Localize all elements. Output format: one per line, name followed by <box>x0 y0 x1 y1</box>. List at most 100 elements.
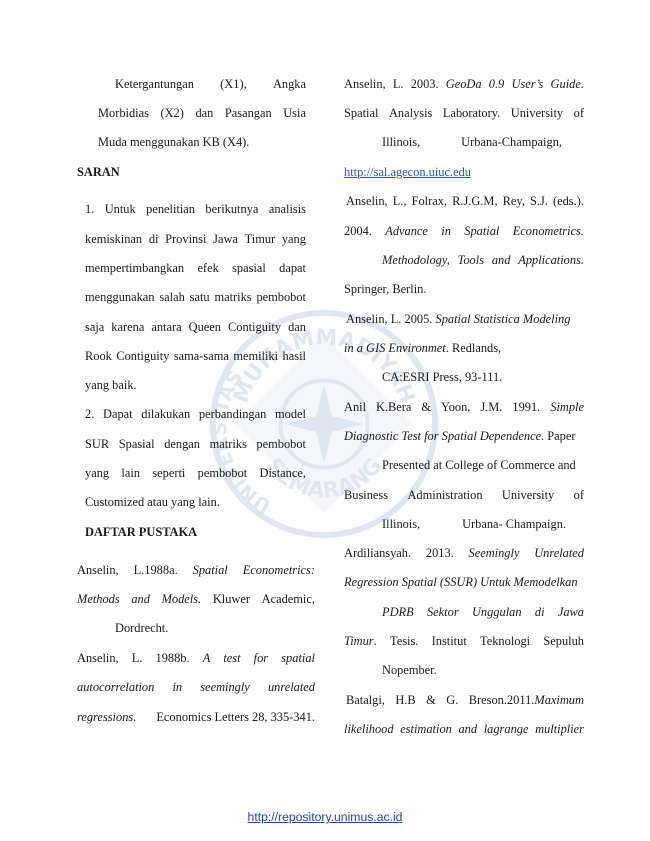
word: seperti <box>152 466 186 480</box>
word: matriks <box>209 437 247 451</box>
word: User’s <box>511 77 544 91</box>
word: berikutnya <box>205 202 259 216</box>
word: pembobot <box>256 290 306 304</box>
word: pembobot <box>256 437 306 451</box>
word: lain <box>121 466 140 480</box>
word: spatial <box>281 651 315 665</box>
word: Economics Letters 28, 335-341. <box>156 710 315 724</box>
word: Teknologi <box>480 634 531 648</box>
ref-text: Paper <box>544 429 576 443</box>
university-seal-watermark: MUHAMMADIYAH UNIVERSITAS SEMARANG <box>208 309 439 539</box>
word: Usia <box>283 106 306 120</box>
word: Anselin, <box>346 194 388 208</box>
word: estimation <box>400 722 452 736</box>
ref-anil-1991-line-5: Illinois, Urbana- Champaign. <box>382 516 566 532</box>
word: Folrax, <box>411 194 448 208</box>
word: Urbana-Champaign, <box>461 135 562 149</box>
ref-anselin-2004-line-1: Anselin, L., Folrax, R.J.G.M, Rey, S.J. … <box>346 193 584 209</box>
saran-1-line-6: Rook Contiguity sama-sama memiliki hasil <box>85 348 306 364</box>
word: Contiguity <box>228 320 282 334</box>
saran-1-line-1: 1. Untuk penelitian berikutnya analisis <box>85 201 306 217</box>
word: 1. <box>85 202 95 216</box>
ref-anil-1991-line-4: Business Administration University of <box>344 487 584 503</box>
word: in <box>172 680 183 694</box>
word: Methodology, <box>382 253 450 267</box>
word: antara <box>151 320 182 334</box>
word: Rook <box>85 349 112 363</box>
word: autocorrelation <box>77 680 155 694</box>
footer: http://repository.unimus.ac.id <box>0 810 650 824</box>
ref-anselin-2004-line-4: Springer, Berlin. <box>344 282 427 296</box>
ref-title: Diagnostic Test for Spatial Dependence. <box>344 429 545 443</box>
word: Morbidias <box>98 106 149 120</box>
ref-anil-1991-line-3: Presented at College of Commerce and <box>382 458 576 472</box>
word: di <box>148 232 159 246</box>
word: A <box>202 651 211 665</box>
word: Jawa <box>557 605 584 619</box>
word: L., <box>392 194 407 208</box>
word-group: Breson.2011.Maximum <box>469 692 584 708</box>
word: J.M. <box>480 400 503 414</box>
word: Pasangan <box>224 106 272 120</box>
word: Administration <box>407 488 483 502</box>
word: Queen <box>188 320 221 334</box>
word: di <box>534 605 545 619</box>
repository-link[interactable]: http://repository.unimus.ac.id <box>247 810 403 824</box>
word: Breson.2011. <box>468 693 535 707</box>
word: saja <box>85 320 105 334</box>
intro-line-2: Morbidias (X2) dan Pasangan Usia <box>98 105 306 121</box>
word: multiplier <box>535 722 584 736</box>
word: penelitian <box>146 202 195 216</box>
word: (eds.). <box>552 194 584 208</box>
word: Untuk <box>104 202 136 216</box>
word: Sepuluh <box>543 634 584 648</box>
word: hasil <box>282 349 306 363</box>
word: Yoon, <box>441 400 471 414</box>
word: L. <box>392 77 404 91</box>
ref-batalgi-2011-line-2: likelihood estimation and lagrange multi… <box>344 721 584 737</box>
ref-anselin-2004-line-2: 2004. Advance in Spatial Econometrics. <box>344 223 584 239</box>
ref-anselin-2003-link[interactable]: http://sal.agecon.uiuc.edu <box>344 165 471 179</box>
ref-batalgi-2011-line-1: Batalgi, H.B & G. Breson.2011.Maximum <box>346 692 584 708</box>
word: 1988b. <box>155 651 190 665</box>
word: (X1), <box>220 77 247 91</box>
word: Seemingly <box>468 546 520 560</box>
ref-anselin-2003-line-3: Illinois, Urbana-Champaign, <box>382 134 562 150</box>
word: lagrange <box>483 722 529 736</box>
word: Rey, <box>502 194 525 208</box>
ref-anselin-1988a-line-2: Methods and Models. Kluwer Academic, <box>77 591 315 607</box>
word: Models. <box>161 592 202 606</box>
word: Kluwer <box>212 592 250 606</box>
word: dapat <box>279 261 306 275</box>
word: efek <box>197 261 219 275</box>
word: . <box>373 634 377 648</box>
word: matriks <box>214 290 252 304</box>
word: Advance <box>385 224 428 238</box>
word: analisis <box>268 202 306 216</box>
word: Spatial <box>192 563 228 577</box>
word: Applications. <box>518 253 584 267</box>
saran-1-line-2: kemiskinan di Provinsi Jawa Timur yang <box>85 231 306 247</box>
word: Guide. <box>550 77 584 91</box>
word: Analysis <box>388 106 433 120</box>
word: Timur <box>344 634 374 648</box>
ref-anselin-2004-line-3: Methodology, Tools and Applications. <box>382 252 584 268</box>
saran-1-line-4: menggunakan salah satu matriks pembobot <box>85 289 306 305</box>
ref-ardiliansyah-2013-line-2: Regression Spatial (SSUR) Untuk Memodelk… <box>344 574 578 590</box>
word: likelihood <box>344 722 394 736</box>
word: 1991. <box>512 400 541 414</box>
word: K.Bera <box>376 400 412 414</box>
word: Business <box>344 488 389 502</box>
ref-title: Regression Spatial (SSUR) Untuk Memodelk… <box>344 575 578 589</box>
intro-line-3: Muda menggunakan KB (X4). <box>98 135 250 149</box>
word: Ardiliansyah. <box>344 546 412 560</box>
word: seemingly <box>200 680 250 694</box>
word: and <box>491 253 511 267</box>
word: Tools <box>457 253 485 267</box>
word: and <box>458 722 478 736</box>
word: kemiskinan <box>85 232 143 246</box>
saran-1-line-7: yang baik. <box>85 378 137 392</box>
word: Spasial <box>118 437 155 451</box>
word: of <box>573 488 584 502</box>
ref-anselin-1988a-line-1: Anselin, L.1988a. Spatial Econometrics: <box>77 562 315 578</box>
